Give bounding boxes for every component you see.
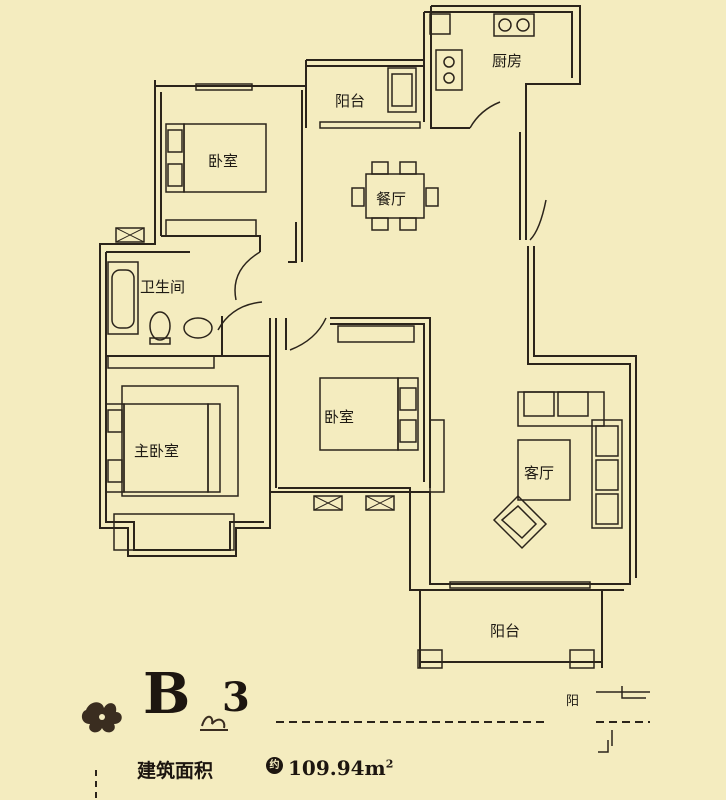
bedroom-top-furniture xyxy=(165,123,267,237)
room-label-kitchen: 厨房 xyxy=(492,52,523,70)
dining-table xyxy=(351,161,439,231)
unit-type-letter: B xyxy=(143,661,191,727)
window-crosses xyxy=(115,227,395,511)
windows xyxy=(113,83,595,669)
room-label-bedroom-top: 卧室 xyxy=(208,152,239,170)
room-label-dining: 餐厅 xyxy=(376,190,407,208)
unit-type-number: 3 xyxy=(222,674,250,721)
bedroom-middle-furniture xyxy=(319,325,419,451)
living-room-furniture xyxy=(492,391,623,550)
room-label-balcony-bottom: 阳台 xyxy=(490,622,521,640)
outer-walls xyxy=(99,5,637,668)
room-label-living-room: 客厅 xyxy=(524,464,555,482)
door-swings xyxy=(217,101,547,351)
edge-fragment-label: 阳 xyxy=(566,694,580,709)
area-number: 109.94m xyxy=(288,756,386,780)
master-bedroom-furniture xyxy=(105,385,239,497)
edge-marks xyxy=(596,686,650,753)
area-approx-badge: 约 xyxy=(266,757,283,774)
area-value: 109.94m2 xyxy=(288,756,393,780)
area-unit-superscript: 2 xyxy=(385,757,394,771)
room-label-bathroom: 卫生间 xyxy=(140,278,186,296)
room-label-balcony-top: 阳台 xyxy=(335,92,366,110)
kitchen-fixtures xyxy=(387,13,535,113)
bathroom-fixtures xyxy=(107,261,215,369)
room-label-bedroom-middle: 卧室 xyxy=(324,408,355,426)
ornament-b xyxy=(200,715,228,731)
room-label-master-bedroom: 主卧室 xyxy=(134,442,180,460)
ornament-left xyxy=(81,702,122,733)
area-label: 建筑面积 xyxy=(137,760,214,782)
